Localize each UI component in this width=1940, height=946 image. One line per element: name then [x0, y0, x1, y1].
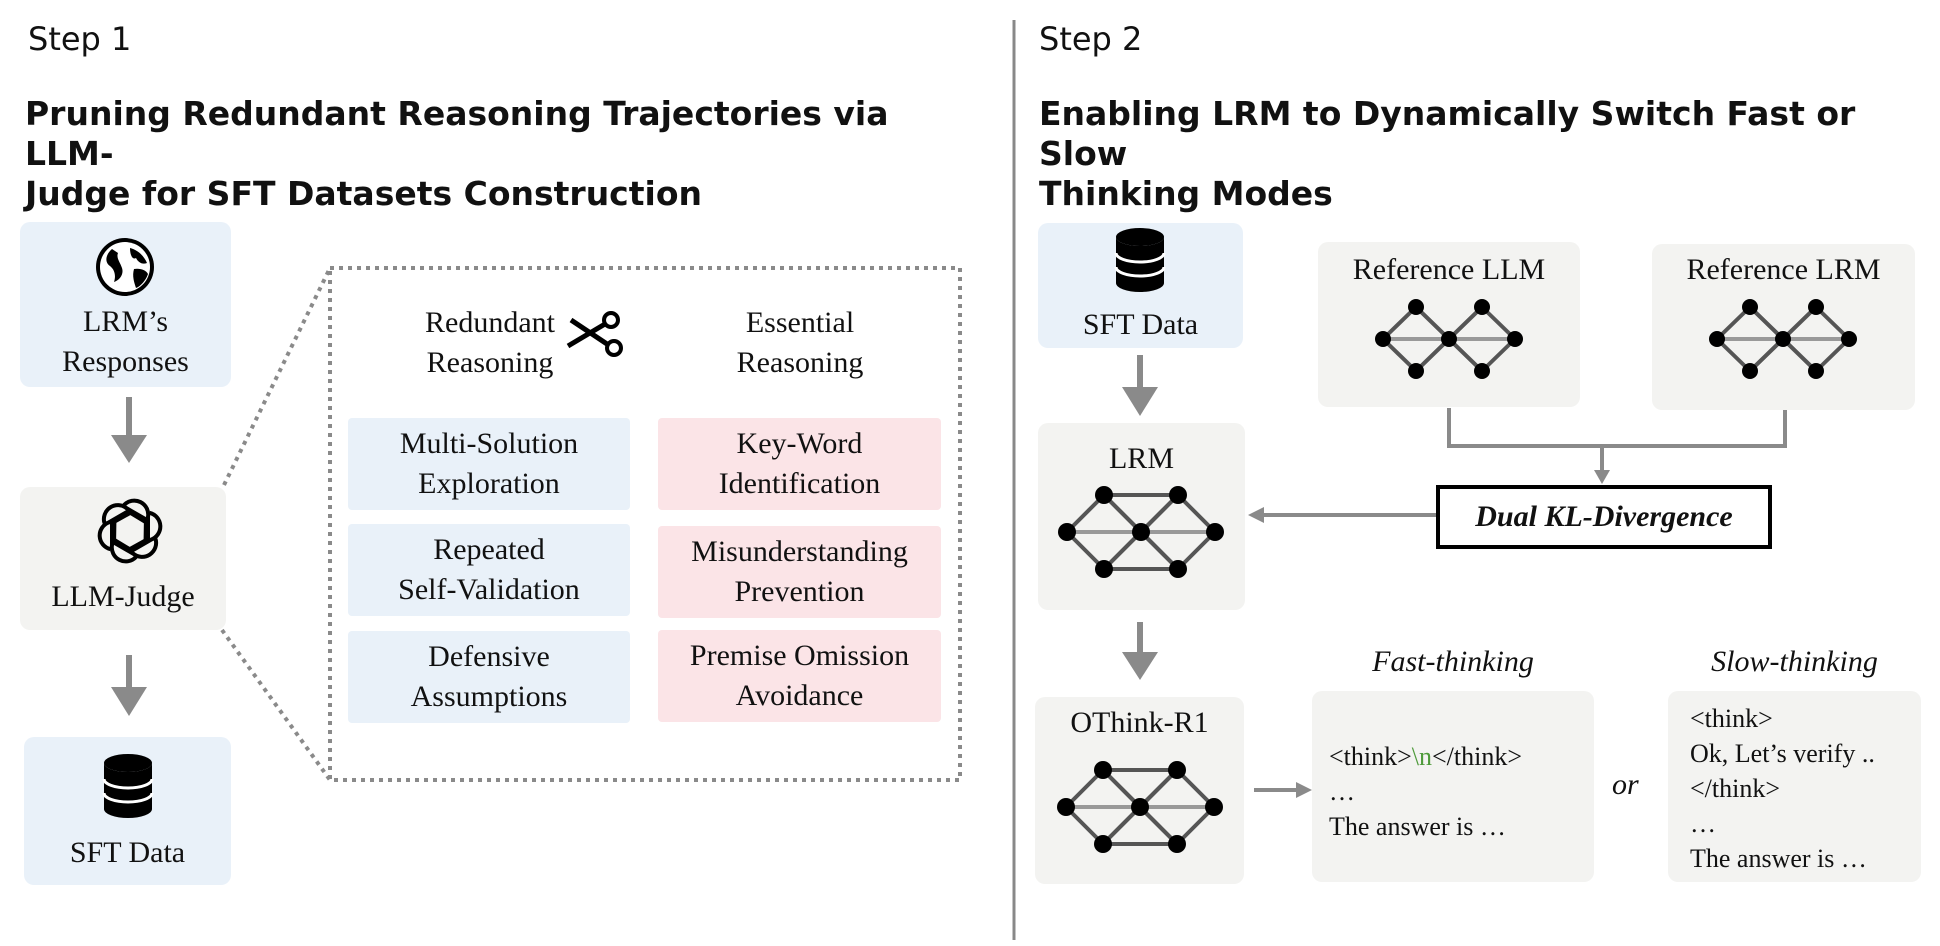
zoom-line-bottom	[220, 628, 332, 782]
step2-heading-line1: Enabling LRM to Dynamically Switch Fast …	[1039, 94, 1856, 173]
reference-llm-label: Reference LLM	[1352, 253, 1546, 286]
down-arrow-judge-to-sft	[111, 655, 147, 716]
fast-answer-line: The answer is …	[1329, 812, 1506, 841]
fast-thinking-title: Fast-thinking	[1372, 645, 1534, 678]
step2-heading-line2: Thinking Modes	[1039, 174, 1333, 213]
step1-heading: Pruning Redundant Reasoning Trajectories…	[25, 94, 985, 214]
sft-data-box-step1: SFT Data	[24, 737, 231, 885]
othink-r1-box: OThink-R1	[1035, 697, 1244, 884]
reference-lrm-box: Reference LRM	[1652, 244, 1915, 410]
fast-thinking-box: <think>\n</think> … The answer is …	[1312, 691, 1594, 882]
sft-data-label-step2: SFT Data	[1082, 308, 1199, 341]
down-arrow-lrm-to-othink	[1122, 622, 1158, 680]
down-arrow-sft-to-lrm	[1122, 355, 1158, 416]
othink-r1-label: OThink-R1	[1070, 706, 1209, 739]
sft-data-box-step2: SFT Data	[1038, 223, 1243, 348]
othink-to-output-arrow	[1254, 782, 1312, 798]
llm-judge-box: LLM-Judge	[20, 487, 226, 630]
neural-network-icon	[1058, 486, 1224, 578]
slow-line: The answer is …	[1690, 844, 1867, 873]
neural-network-icon	[1709, 299, 1857, 379]
lrm-responses-box: LRM’s Responses	[20, 222, 231, 387]
step1-heading-line2: Judge for SFT Datasets Construction	[25, 174, 702, 213]
slow-line: <think>	[1690, 704, 1773, 733]
down-arrow-responses-to-judge	[111, 397, 147, 463]
globe-icon	[96, 238, 154, 296]
step2-label: Step 2	[1039, 20, 1143, 58]
llm-judge-label: LLM-Judge	[51, 580, 195, 613]
reference-llm-box: Reference LLM	[1318, 242, 1580, 407]
zoom-line-top	[222, 267, 332, 486]
slow-line: Ok, Let’s verify ..	[1690, 739, 1875, 768]
step2-heading: Enabling LRM to Dynamically Switch Fast …	[1039, 94, 1919, 214]
slow-line: …	[1690, 809, 1716, 838]
openai-logo-icon	[97, 498, 163, 564]
reference-lrm-label: Reference LRM	[1686, 253, 1881, 286]
step1-label: Step 1	[28, 20, 132, 58]
slow-thinking-title: Slow-thinking	[1711, 645, 1878, 678]
newline-token: \n	[1411, 742, 1433, 771]
dual-kl-divergence-box: Dual KL-Divergence	[1436, 485, 1772, 549]
fast-think-tag-line: <think>\n</think>	[1329, 742, 1523, 771]
kl-to-lrm-arrow	[1248, 507, 1436, 523]
fast-ellipsis-line: …	[1329, 777, 1355, 806]
or-label: or	[1612, 768, 1639, 801]
lrm-responses-label: LRM’s Responses	[62, 305, 189, 378]
lrm-box: LRM	[1038, 423, 1245, 610]
step1-heading-line1: Pruning Redundant Reasoning Trajectories…	[25, 94, 889, 173]
database-icon	[102, 754, 154, 818]
neural-network-icon	[1375, 299, 1523, 379]
redundant-reasoning-header: Redundant Reasoning	[425, 306, 555, 379]
zoom-dotted-box	[328, 266, 962, 782]
slow-thinking-box: <think> Ok, Let’s verify .. </think> … T…	[1668, 691, 1921, 882]
lrm-label: LRM	[1108, 442, 1174, 475]
essential-reasoning-header: Essential Reasoning	[736, 306, 864, 379]
neural-network-icon	[1057, 761, 1223, 853]
database-icon	[1114, 228, 1166, 292]
sft-data-label-step1: SFT Data	[69, 836, 186, 869]
slow-line: </think>	[1690, 774, 1780, 803]
reference-connector	[1447, 408, 1787, 484]
